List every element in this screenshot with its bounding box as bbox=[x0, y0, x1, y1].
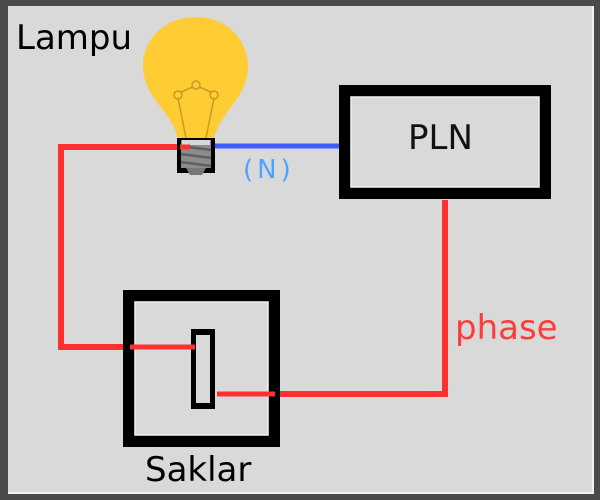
phase-label: phase bbox=[455, 308, 558, 348]
switch-toggle bbox=[191, 329, 215, 409]
phase-wire-pln-to-switch bbox=[217, 200, 448, 397]
switch-label: Saklar bbox=[145, 450, 252, 490]
lamp-label: Lampu bbox=[16, 18, 133, 58]
light-bulb-icon bbox=[143, 17, 248, 175]
pln-label: PLN bbox=[408, 118, 473, 158]
neutral-label: (N) bbox=[243, 155, 295, 185]
pln-box bbox=[339, 85, 551, 199]
